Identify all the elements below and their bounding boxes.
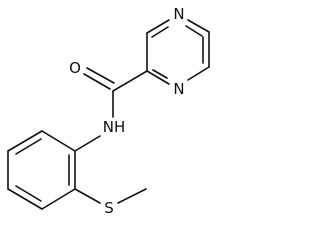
- double-bond-inner: [152, 69, 168, 79]
- benzene-ring: [7, 130, 76, 210]
- molecule-svg: N N O NH S: [7, 5, 210, 217]
- double-bond-inner: [151, 26, 169, 38]
- bond: [187, 66, 210, 81]
- atom-label-nh: NH: [103, 118, 126, 136]
- molecule-diagram: N N O NH S: [7, 5, 210, 217]
- bond: [41, 130, 76, 152]
- pyrazine-ring: [146, 19, 210, 85]
- atom-label-n: N: [173, 5, 184, 23]
- bond: [7, 188, 43, 210]
- amide-carbonyl: [83, 67, 148, 118]
- bond: [74, 135, 101, 152]
- double-bond-inner: [15, 185, 42, 202]
- atom-label-o: O: [69, 59, 81, 77]
- carbonyl-double-bond: [86, 67, 115, 84]
- bond: [117, 188, 147, 204]
- bond: [74, 188, 101, 204]
- bond: [146, 19, 170, 34]
- bond: [146, 70, 170, 85]
- double-bond-inner: [15, 138, 42, 155]
- carbonyl-double-bond: [83, 73, 111, 90]
- methylthio-group: [74, 188, 147, 204]
- bond: [41, 188, 76, 210]
- atom-label-n: N: [173, 80, 184, 98]
- double-bond-inner: [185, 25, 203, 37]
- bond: [7, 130, 43, 152]
- bond: [187, 19, 210, 33]
- bond: [112, 70, 148, 92]
- atom-label-s: S: [104, 199, 114, 217]
